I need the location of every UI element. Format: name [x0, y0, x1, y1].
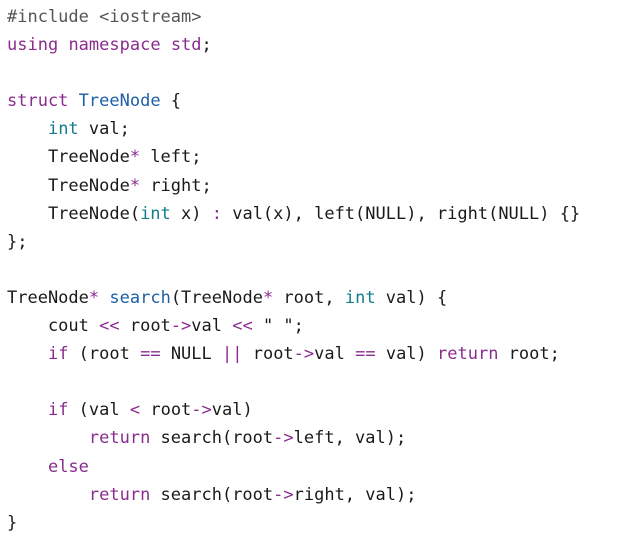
code-line: struct TreeNode { [7, 87, 580, 115]
code-token: root, [273, 287, 345, 308]
code-token: -> [273, 428, 294, 449]
code-line: if (val < root->val) [7, 396, 580, 424]
code-token [99, 288, 109, 308]
code-token: root [140, 400, 192, 421]
code-token [7, 344, 48, 364]
code-line [7, 368, 580, 396]
code-token [7, 485, 89, 505]
code-token [7, 400, 48, 420]
code-token: cout [7, 316, 100, 337]
code-token: int [344, 287, 376, 308]
code-line: TreeNode(int x) : val(x), left(NULL), ri… [7, 200, 580, 228]
code-line: } [7, 509, 580, 537]
code-token: (val [68, 400, 130, 421]
code-token: val [314, 344, 356, 365]
code-line: TreeNode* right; [7, 172, 580, 200]
code-token: TreeNode( [7, 203, 141, 224]
code-token: struct [7, 91, 69, 112]
code-token: { [160, 91, 182, 112]
code-token: * [262, 287, 274, 308]
code-token: ; [201, 35, 212, 56]
code-token: -> [293, 344, 315, 365]
code-token [7, 457, 48, 477]
code-token: else [47, 456, 89, 477]
code-token: * [129, 175, 141, 196]
code-line: #include <iostream> [7, 3, 580, 31]
code-token: TreeNode [78, 91, 161, 112]
code-token: " "; [252, 316, 304, 337]
code-token [58, 35, 68, 55]
code-token: * [129, 147, 141, 168]
code-token: << [99, 316, 120, 337]
code-line [7, 59, 580, 87]
code-token: < [129, 400, 141, 421]
code-token [68, 91, 78, 111]
code-token: int [47, 119, 79, 140]
code-line [7, 256, 580, 284]
code-line: int val; [7, 115, 580, 143]
code-token: * [88, 287, 100, 308]
code-token: -> [191, 400, 212, 421]
code-token: }; [7, 231, 28, 252]
code-token: left, val); [293, 428, 407, 449]
code-token: val [191, 316, 233, 337]
code-token: return [88, 428, 151, 449]
code-token: val; [78, 119, 130, 140]
code-token: || [222, 344, 243, 365]
code-token: return [437, 344, 499, 365]
code-line: using namespace std; [7, 31, 580, 59]
code-token: namespace [68, 35, 161, 56]
code-token: search(root [150, 484, 274, 505]
code-line: return search(root->left, val); [7, 424, 580, 452]
code-token: right; [140, 175, 212, 196]
code-token: TreeNode [7, 147, 130, 168]
code-token: == [355, 344, 376, 365]
code-line: return search(root->right, val); [7, 481, 580, 509]
code-line: TreeNode* search(TreeNode* root, int val… [7, 284, 580, 312]
code-token: x) [170, 203, 212, 224]
code-token: << [232, 316, 253, 337]
code-line: cout << root->val << " "; [7, 312, 580, 340]
code-token: val(x), left(NULL), right(NULL) {} [221, 203, 581, 224]
code-token: -> [170, 316, 192, 337]
code-line: if (root == NULL || root->val == val) re… [7, 340, 580, 368]
code-token: if [47, 344, 69, 365]
code-token: -> [273, 484, 294, 505]
code-token: search [109, 287, 171, 308]
code-token: root [119, 316, 171, 337]
code-line: }; [7, 228, 580, 256]
code-token: : [211, 203, 222, 224]
code-token [7, 119, 48, 139]
code-token: (TreeNode [170, 287, 263, 308]
code-token [7, 428, 89, 448]
code-token: NULL [160, 344, 222, 365]
code-token: search(root [150, 428, 274, 449]
code-token: #include <iostream> [7, 7, 202, 27]
code-token: int [140, 203, 171, 224]
code-token: TreeNode [7, 287, 89, 308]
code-token: if [47, 400, 69, 421]
code-block: #include <iostream>using namespace std; … [7, 3, 580, 537]
code-line: else [7, 453, 580, 481]
code-token: TreeNode [7, 175, 130, 196]
code-token [161, 35, 171, 55]
code-token: left; [140, 147, 202, 168]
code-token: } [7, 512, 18, 533]
code-token: right, val); [293, 484, 417, 505]
code-token: std [170, 35, 202, 56]
code-token: val) [211, 400, 253, 421]
code-token: return [88, 484, 151, 505]
code-token: == [140, 344, 161, 365]
code-token: root [242, 344, 294, 365]
code-token: using [7, 35, 59, 56]
code-token: (root [68, 344, 141, 365]
code-line: TreeNode* left; [7, 143, 580, 171]
code-token: val) { [375, 287, 448, 308]
code-token: root; [498, 344, 560, 365]
code-token: val) [375, 344, 438, 365]
